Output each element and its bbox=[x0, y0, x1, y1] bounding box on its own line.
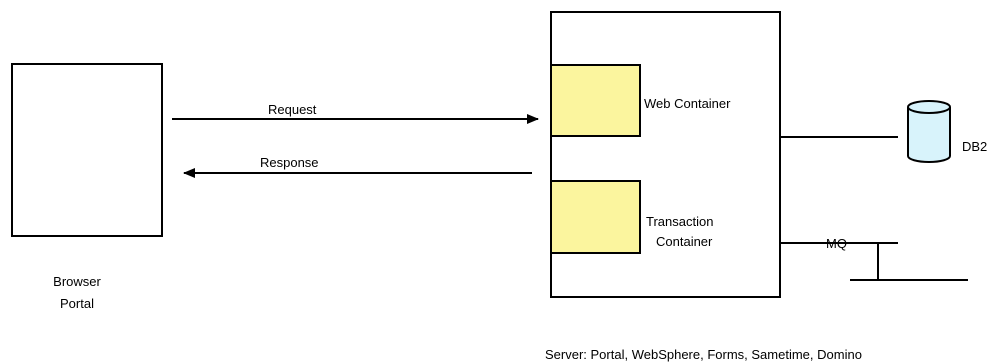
server-caption: Server: Portal, WebSphere, Forms, Sameti… bbox=[545, 347, 862, 362]
browser-label: Browser bbox=[53, 274, 101, 289]
transaction-container-label-line1: Transaction bbox=[646, 214, 713, 229]
mq-label: MQ bbox=[826, 236, 847, 251]
portal-label: Portal bbox=[60, 296, 94, 311]
web-container-box bbox=[550, 64, 641, 137]
database-icon bbox=[907, 100, 951, 163]
browser-portal-box bbox=[11, 63, 163, 237]
response-label: Response bbox=[260, 155, 319, 170]
server-box bbox=[550, 11, 781, 298]
request-label: Request bbox=[268, 102, 317, 117]
db2-label: DB2 bbox=[962, 139, 987, 154]
transaction-container-label-line2: Container bbox=[656, 234, 713, 249]
web-container-label: Web Container bbox=[644, 96, 731, 111]
transaction-container-box bbox=[550, 180, 641, 254]
